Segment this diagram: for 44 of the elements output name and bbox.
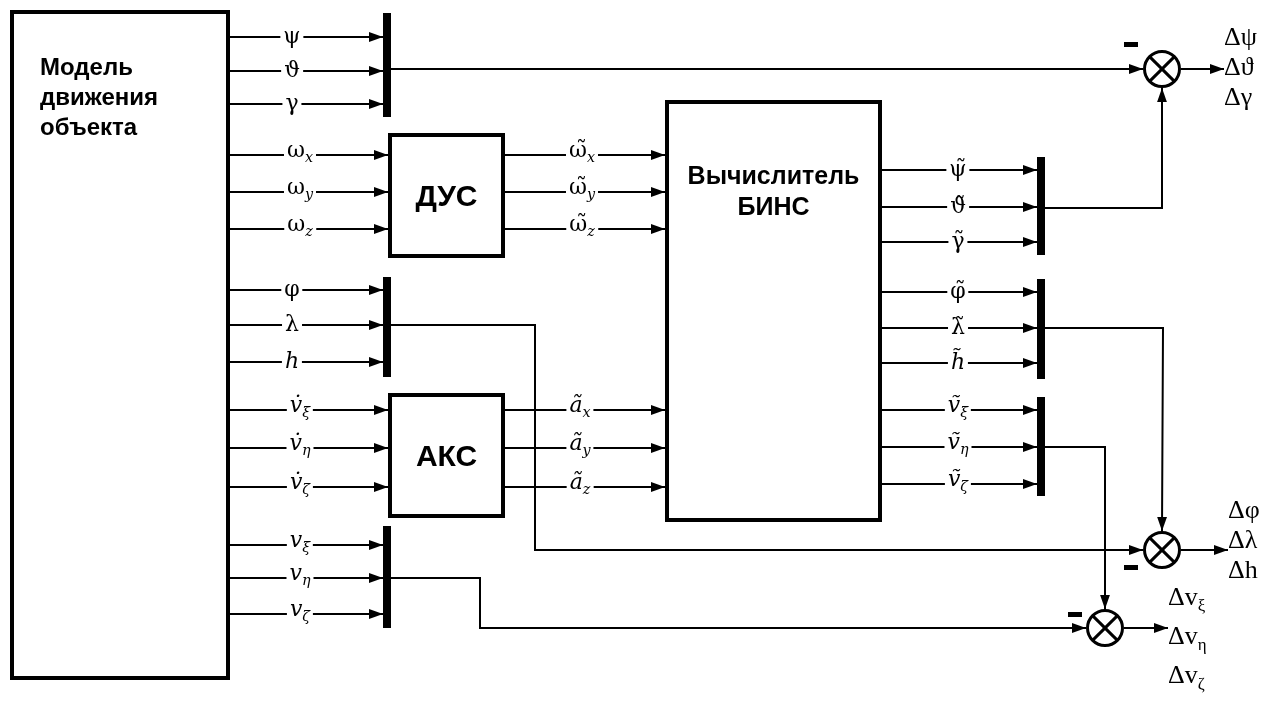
output-label: Δψ (1224, 22, 1258, 52)
output-label: Δv$_{ξ}$ (1168, 582, 1207, 618)
output-label: Δγ (1224, 82, 1254, 112)
output-label: Δh (1228, 555, 1259, 585)
output-label: Δφ (1228, 495, 1261, 525)
bus-bar (1037, 397, 1045, 496)
output-label: Δv$_{η}$ (1168, 621, 1208, 657)
arrow (1044, 446, 1110, 610)
block-box (388, 393, 505, 518)
output-label: Δλ (1228, 525, 1259, 555)
summing-junction (1143, 531, 1181, 569)
block-title: ДУС (415, 177, 478, 214)
block-box (388, 133, 505, 258)
arrow (229, 99, 384, 109)
arrow (881, 323, 1038, 333)
block-title: Вычислитель БИНС (686, 160, 861, 223)
arrow (1180, 64, 1225, 74)
arrow (1180, 545, 1229, 555)
block-box (665, 100, 882, 522)
arrow (390, 64, 1144, 74)
summing-junction (1143, 50, 1181, 88)
arrow (1044, 87, 1167, 209)
block-title: Модель движения объекта (40, 52, 160, 142)
bus-bar (1037, 279, 1045, 379)
arrow (229, 357, 384, 367)
bus-bar (1037, 157, 1045, 255)
output-label: Δϑ (1224, 52, 1255, 82)
arrow (229, 320, 384, 330)
arrow (1123, 623, 1169, 633)
signal-label: φ̃ (947, 277, 969, 304)
bus-bar (383, 13, 391, 117)
arrow (881, 358, 1038, 368)
summing-junction (1086, 609, 1124, 647)
bus-bar (383, 277, 391, 377)
signal-label: ψ̃ (946, 155, 970, 182)
signal-label: γ̃ (948, 227, 968, 254)
block-box (10, 10, 230, 680)
bus-bar (383, 526, 391, 628)
arrow (1044, 327, 1167, 532)
arrow (390, 577, 1087, 633)
arrow (390, 324, 1144, 555)
output-label: Δv$_{ζ}$ (1168, 660, 1206, 696)
block-title: АКС (415, 437, 478, 474)
arrow (881, 237, 1038, 247)
